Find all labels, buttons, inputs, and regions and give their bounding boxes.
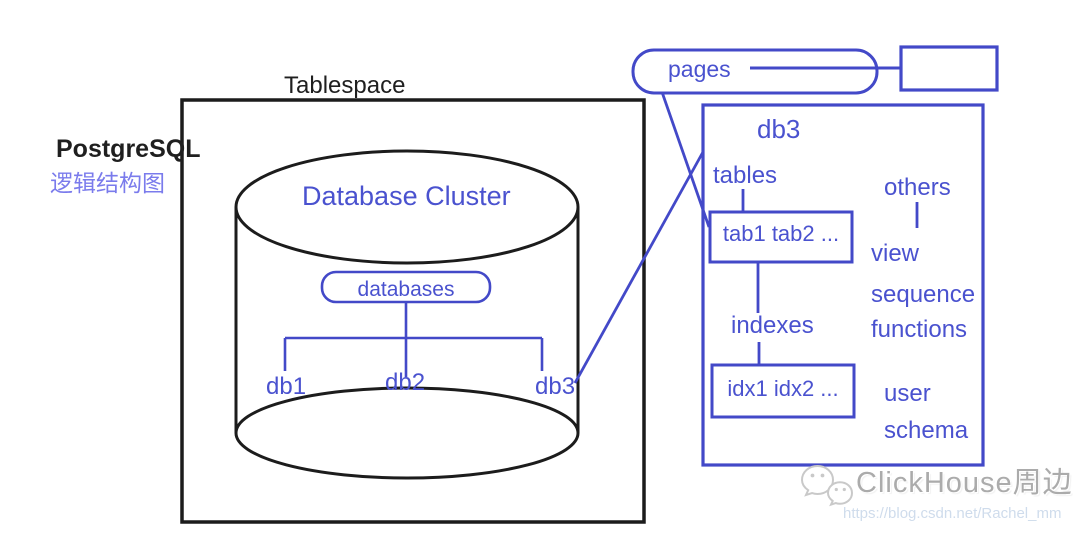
tablespace-rectangle bbox=[180, 98, 646, 524]
db3-inner-connectors bbox=[741, 189, 919, 365]
db1-node-label: db1 bbox=[266, 373, 307, 400]
pages-to-tab-box-line bbox=[660, 91, 711, 228]
wechat-icon bbox=[800, 464, 854, 507]
db3-to-detail-box-line bbox=[573, 151, 705, 384]
tablespace-label: Tablespace bbox=[284, 72, 406, 99]
pages-bubble-shape bbox=[631, 48, 879, 95]
databases-node-label: databases bbox=[357, 278, 455, 301]
db3-detail-box-shape bbox=[701, 103, 985, 467]
diagram-subtitle: 逻辑结构图 bbox=[50, 170, 165, 196]
db3-node-label: db3 bbox=[535, 373, 576, 400]
others-label: others bbox=[884, 174, 951, 201]
databases-tree-bracket bbox=[283, 302, 544, 377]
user-label: user bbox=[884, 380, 931, 407]
db3-box-title: db3 bbox=[757, 114, 801, 144]
page-detail-rectangle bbox=[899, 45, 999, 92]
tab-box-label: tab1 tab2 ... bbox=[722, 221, 840, 246]
view-label: view bbox=[871, 240, 920, 267]
db2-node-label: db2 bbox=[385, 369, 426, 396]
functions-label: functions bbox=[871, 316, 968, 343]
watermark-brand: ClickHouse周边 bbox=[856, 467, 1073, 499]
schema-label: schema bbox=[884, 417, 969, 444]
tables-label: tables bbox=[713, 162, 778, 189]
database-cluster-cylinder bbox=[234, 149, 580, 480]
database-cluster-label: Database Cluster bbox=[302, 181, 511, 211]
indexes-list-box-shape bbox=[710, 363, 856, 419]
watermark-url: https://blog.csdn.net/Rachel_mm bbox=[843, 505, 1062, 522]
tables-list-box-shape bbox=[708, 210, 854, 264]
indexes-label: indexes bbox=[731, 312, 814, 339]
sequence-label: sequence bbox=[871, 281, 976, 308]
postgresql-title: PostgreSQL bbox=[56, 135, 201, 163]
pages-bubble-label: pages bbox=[668, 56, 731, 82]
idx-box-label: idx1 idx2 ... bbox=[727, 376, 839, 401]
